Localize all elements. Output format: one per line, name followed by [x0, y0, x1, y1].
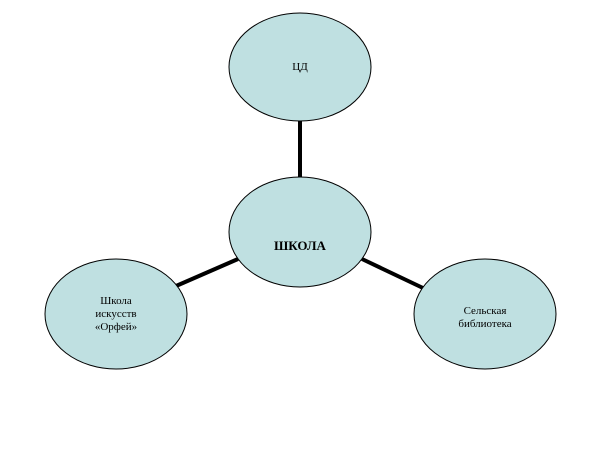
node-center-ellipse[interactable]: [228, 176, 372, 288]
connector-center-left: [175, 257, 239, 288]
node-top-ellipse[interactable]: [228, 12, 372, 122]
node-right-ellipse[interactable]: [413, 258, 557, 370]
node-left-ellipse[interactable]: [44, 258, 188, 370]
connector-center-right: [361, 257, 424, 290]
